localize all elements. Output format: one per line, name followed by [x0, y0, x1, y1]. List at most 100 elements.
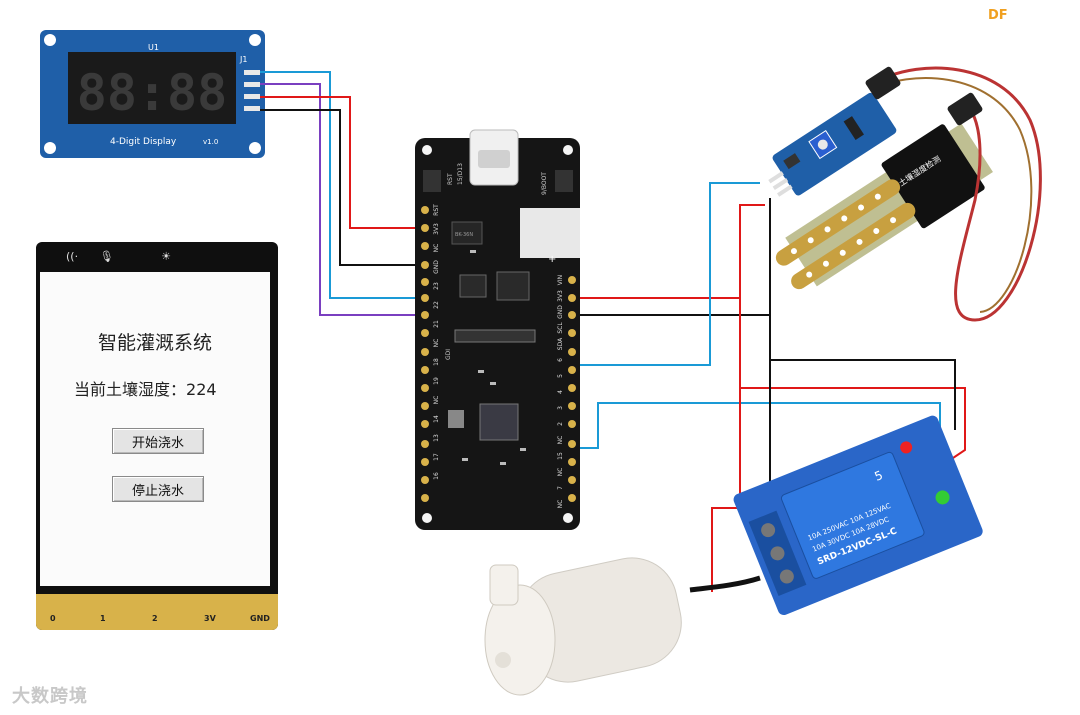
- display-ref-j1: J1: [239, 55, 247, 64]
- seven-segment-display: [68, 52, 236, 124]
- right-pin-label: 5: [557, 374, 564, 378]
- wire-relay-gnd: [769, 315, 956, 430]
- right-pin-label: 6: [557, 358, 564, 362]
- soil-probe-prong-1: [775, 179, 901, 266]
- board-chip: [451, 221, 483, 245]
- right-pin-label: GND: [557, 305, 564, 319]
- right-pin-label: 3: [557, 406, 564, 410]
- relay-screw: [761, 523, 776, 538]
- wire-display-clk: [260, 71, 415, 299]
- left-pin-label: 17: [433, 453, 440, 461]
- display-version: v1.0: [203, 138, 218, 146]
- boot-label: 9/BOOT: [541, 172, 548, 195]
- wire-display-vcc: [260, 96, 415, 229]
- display-header-pins: [244, 70, 260, 111]
- board-inductor: [459, 274, 487, 298]
- right-pin-label: 7: [557, 486, 564, 490]
- edge-label: 1: [100, 614, 106, 623]
- wire-display-gnd: [260, 109, 415, 266]
- right-pin-label: 15: [557, 452, 564, 460]
- soil-moisture-sensor: 土壤湿度检测: [768, 66, 1042, 322]
- watermark: 大数跨境: [12, 686, 88, 707]
- light-sensor-icon: ☀: [161, 250, 171, 263]
- sensor-wires: [580, 182, 966, 592]
- start-watering-button[interactable]: 开始浇水: [112, 428, 204, 454]
- main-mcu-chip: [479, 403, 519, 441]
- humidity-label: 当前土壤湿度：: [74, 380, 187, 399]
- board-regulator: [496, 271, 530, 301]
- left-pin-label: 16: [433, 472, 440, 480]
- pump-outlet: [489, 564, 519, 606]
- display-ref-u1: U1: [148, 43, 159, 52]
- controller-board: RST 15/D13 9/BOOT + BK-36N GDI: [415, 129, 580, 530]
- soil-probe-prong-2: [791, 202, 916, 290]
- water-pump: [484, 557, 761, 696]
- display-mount-hole: [44, 142, 56, 154]
- boot-button: [555, 170, 573, 192]
- wire-display-dio: [260, 83, 415, 316]
- brand-mark: DF: [988, 8, 1008, 23]
- board-mount-hole: [422, 145, 432, 155]
- sensor-pins: [768, 171, 793, 197]
- app-title: 智能灌溉系统: [97, 332, 212, 354]
- board-crystal: [448, 410, 464, 428]
- left-pin-label: 23: [433, 282, 440, 290]
- wire-sensor-vcc: [580, 204, 765, 299]
- rst-button: [423, 170, 441, 192]
- board-mount-hole: [422, 513, 432, 523]
- gdi-label: GDI: [445, 349, 452, 360]
- relay-led-green: [935, 490, 950, 505]
- display-digits: 88:88: [77, 64, 228, 122]
- board-left-pads: [421, 206, 429, 502]
- microphone-icon: 🎙: [99, 250, 114, 263]
- right-pin-label: NC: [557, 436, 564, 445]
- left-pin-label: GND: [433, 260, 440, 274]
- left-pin-label: NC: [433, 396, 440, 405]
- display-mount-hole: [249, 142, 261, 154]
- humidity-value: 224: [186, 380, 217, 399]
- wire-relay-in: [580, 402, 941, 449]
- right-pin-label: 4: [557, 390, 564, 394]
- board-right-pads: [568, 276, 576, 502]
- pump-cable: [689, 575, 761, 593]
- right-pin-label: SDA: [557, 337, 564, 350]
- relay-screw: [779, 569, 794, 584]
- probe-connector-1: [865, 66, 901, 100]
- edge-label: 0: [50, 614, 56, 623]
- four-digit-display-module: 88:88 U1 J1 4-Digit Display v1.0: [40, 30, 265, 158]
- left-pin-label: 21: [433, 320, 440, 328]
- wireless-icon: ((·: [66, 250, 79, 263]
- relay-module: 10A 250VAC 10A 125VAC 10A 30VDC 10A 28VD…: [733, 415, 983, 616]
- stop-watering-button[interactable]: 停止浇水: [112, 476, 204, 502]
- sensor-header: [843, 116, 864, 140]
- relay-body: [780, 451, 925, 579]
- usb-label: 15/D13: [457, 163, 464, 185]
- display-mount-hole: [249, 34, 261, 46]
- board-smd-parts: [462, 250, 526, 465]
- right-pin-label: NC: [557, 500, 564, 509]
- right-pin-label: NC: [557, 468, 564, 477]
- antenna-area: [520, 208, 580, 258]
- left-pin-label: 19: [433, 377, 440, 385]
- usb-c-inner: [478, 150, 510, 168]
- display-label: 4-Digit Display: [110, 137, 177, 147]
- left-pin-label: 3V3: [433, 223, 440, 235]
- probe-cable-brown: [869, 77, 1033, 313]
- gdi-connector: [454, 329, 536, 343]
- left-pin-label: NC: [433, 339, 440, 348]
- left-pin-label: 18: [433, 358, 440, 366]
- plus-label: +: [548, 254, 556, 265]
- relay-led-red: [900, 441, 913, 454]
- edge-label: 3V: [204, 614, 216, 623]
- left-pin-label: NC: [433, 244, 440, 253]
- rst-label: RST: [447, 173, 454, 185]
- sensor-pot-knob: [817, 139, 828, 150]
- pump-inlet: [495, 652, 511, 668]
- left-pin-label: RST: [433, 204, 440, 216]
